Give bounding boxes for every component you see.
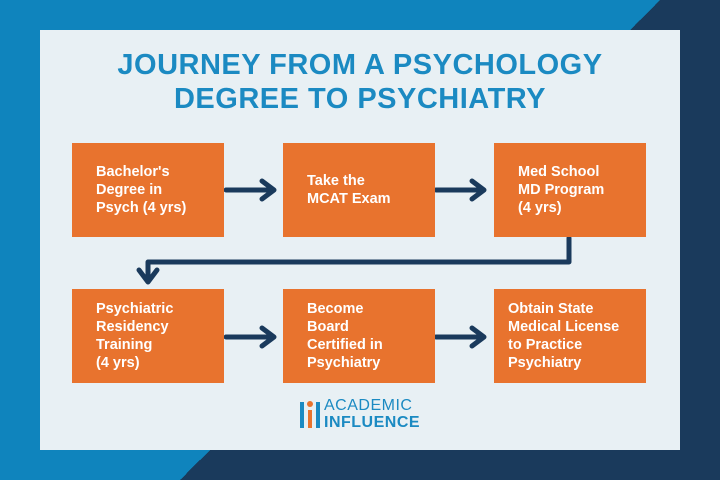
step-6-label: Obtain State Medical License to Practice… <box>508 301 620 371</box>
title-line-2: DEGREE TO PSYCHIATRY <box>173 83 547 115</box>
arrow-4-to-5 <box>223 325 277 349</box>
arrow-1-to-2 <box>223 178 277 202</box>
arrow-5-to-6 <box>433 325 487 349</box>
logo-mark-icon <box>300 401 320 428</box>
step-6-box: Obtain State Medical License to Practice… <box>494 289 646 383</box>
arrow-2-to-3 <box>433 178 487 202</box>
step-1-box: Bachelor's Degree in Psych (4 yrs) <box>72 143 224 237</box>
step-2-label: Take the MCAT Exam <box>307 173 391 207</box>
step-3-box: Med School MD Program (4 yrs) <box>494 143 646 237</box>
step-5-box: Become Board Certified in Psychiatry <box>283 289 435 383</box>
title-line-1: JOURNEY FROM A PSYCHOLOGY <box>117 49 603 81</box>
logo-text-academic: ACADEMIC <box>324 397 413 414</box>
step-2-box: Take the MCAT Exam <box>283 143 435 237</box>
step-4-box: Psychiatric Residency Training (4 yrs) <box>72 289 224 383</box>
academic-influence-logo: ACADEMIC INFLUENCE <box>298 396 428 434</box>
logo-text-influence: INFLUENCE <box>324 414 421 431</box>
infographic-title: JOURNEY FROM A PSYCHOLOGY DEGREE TO PSYC… <box>0 48 720 116</box>
step-5-label: Become Board Certified in Psychiatry <box>307 301 383 371</box>
step-1-label: Bachelor's Degree in Psych (4 yrs) <box>96 164 187 216</box>
arrow-3-to-4 <box>136 235 572 285</box>
step-3-label: Med School MD Program (4 yrs) <box>518 164 605 216</box>
step-4-label: Psychiatric Residency Training (4 yrs) <box>96 301 174 371</box>
